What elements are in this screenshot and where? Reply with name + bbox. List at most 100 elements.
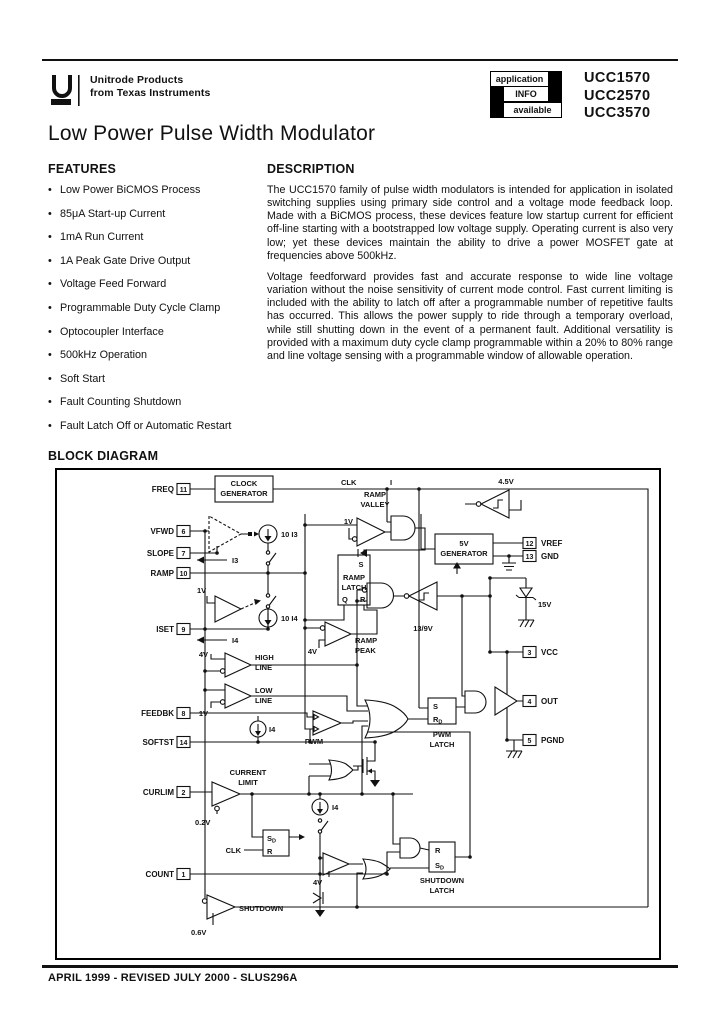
current-source-10i4-icon: 10 I4 bbox=[258, 608, 299, 628]
svg-text:S: S bbox=[433, 702, 438, 711]
svg-text:PGND: PGND bbox=[541, 736, 564, 745]
pin-softst: SOFTST 14 bbox=[142, 735, 191, 749]
svg-text:LATCH: LATCH bbox=[430, 740, 455, 749]
switch-icon bbox=[317, 818, 329, 834]
svg-text:7: 7 bbox=[182, 551, 186, 558]
bullet-icon: • bbox=[48, 184, 52, 196]
feature-item: • Low Power BiCMOS Process bbox=[48, 184, 262, 196]
bullet-icon: • bbox=[48, 231, 52, 244]
chassis-ground-icon bbox=[506, 750, 523, 759]
bullet-icon: • bbox=[48, 396, 52, 409]
description-paragraph-1: The UCC1570 family of pulse width modula… bbox=[267, 184, 673, 262]
switch-icon bbox=[265, 593, 277, 609]
feature-text: Soft Start bbox=[60, 372, 106, 385]
feature-item: •Fault Latch Off or Automatic Restart bbox=[48, 420, 262, 432]
feature-text: 1mA Run Current bbox=[60, 231, 144, 244]
feature-text: Programmable Duty Cycle Clamp bbox=[60, 301, 221, 314]
svg-text:PWM: PWM bbox=[305, 737, 323, 746]
part-number-2: UCC2570 bbox=[584, 87, 651, 104]
svg-text:S: S bbox=[358, 560, 363, 569]
uvlo-label: 13/9V bbox=[413, 624, 433, 633]
ground-icon bbox=[502, 562, 516, 571]
svg-text:11: 11 bbox=[180, 487, 188, 494]
or-gate-main bbox=[364, 699, 409, 739]
discharge-switch-icon bbox=[312, 892, 325, 917]
application-info-badge: application INFO available bbox=[490, 71, 562, 118]
diagram-wires bbox=[190, 488, 649, 925]
low-line-ref: 1V bbox=[199, 709, 208, 718]
svg-text:SD: SD bbox=[267, 834, 276, 845]
svg-text:10 I4: 10 I4 bbox=[281, 614, 299, 623]
i3-current-arrow: I3 bbox=[197, 556, 238, 565]
svg-text:RAMP: RAMP bbox=[355, 636, 377, 645]
svg-text:RAMP: RAMP bbox=[150, 569, 174, 578]
i-label: I bbox=[390, 478, 392, 487]
and-gate-fault bbox=[399, 837, 421, 859]
svg-text:LINE: LINE bbox=[255, 696, 272, 705]
svg-text:Q: Q bbox=[342, 595, 348, 604]
svg-text:1: 1 bbox=[182, 872, 186, 879]
part-number-1: UCC1570 bbox=[584, 70, 651, 86]
svg-text:R: R bbox=[360, 595, 366, 604]
description-paragraph-2: Voltage feedforward provides fast and ac… bbox=[267, 270, 673, 362]
feature-text: Fault Latch Off or Automatic Restart bbox=[60, 419, 232, 432]
svg-text:SOFTST: SOFTST bbox=[142, 738, 174, 747]
switch-icon bbox=[265, 550, 277, 566]
svg-text:CURRENT: CURRENT bbox=[230, 768, 267, 777]
comparator-ramp-valley: RAMP VALLEY 1V bbox=[344, 490, 390, 547]
description-section: DESCRIPTION The UCC1570 family of pulse … bbox=[267, 162, 673, 371]
footer-rule bbox=[42, 965, 678, 968]
svg-text:9: 9 bbox=[182, 627, 186, 634]
bullet-icon: • bbox=[48, 325, 52, 338]
svg-text:14: 14 bbox=[180, 740, 188, 747]
clk-input-label: CLK bbox=[226, 846, 242, 855]
shutdown-ref: 0.6V bbox=[191, 928, 206, 937]
five-v-generator-block: 5V GENERATOR bbox=[434, 533, 494, 569]
svg-text:10 I3: 10 I3 bbox=[281, 530, 298, 539]
mosfet-icon bbox=[367, 768, 380, 787]
diode-icon bbox=[357, 549, 367, 557]
svg-text:COUNT: COUNT bbox=[146, 870, 175, 879]
ramp-latch-block: S RAMP LATCH Q R bbox=[337, 554, 371, 606]
features-section: FEATURES •Low Power BiCMOS Process •85μA… bbox=[48, 162, 262, 444]
svg-text:FEEDBK: FEEDBK bbox=[141, 709, 174, 718]
pin-count: COUNT 1 bbox=[146, 867, 191, 881]
svg-text:3: 3 bbox=[528, 650, 532, 657]
pin-ramp: RAMP 10 bbox=[150, 566, 191, 580]
feature-item: • Soft Start bbox=[48, 373, 262, 385]
comparator-low-line: 1V LOW LINE bbox=[199, 683, 273, 718]
chassis-ground-icon bbox=[518, 619, 535, 628]
and-gate-clk-valley bbox=[390, 515, 416, 541]
svg-text:SD: SD bbox=[435, 861, 444, 872]
features-heading: FEATURES bbox=[48, 162, 117, 176]
svg-text:CURLIM: CURLIM bbox=[143, 788, 174, 797]
svg-text:VALLEY: VALLEY bbox=[360, 500, 389, 509]
bullet-icon: • bbox=[48, 301, 52, 314]
svg-text:I4: I4 bbox=[232, 636, 239, 645]
comparator-current-limit: CURRENT LIMIT 0.2V bbox=[195, 768, 267, 827]
bullet-icon: • bbox=[48, 372, 52, 385]
badge-block-top-right bbox=[549, 71, 562, 102]
svg-text:SHUTDOWN: SHUTDOWN bbox=[420, 876, 464, 885]
comparator-vfwd bbox=[208, 515, 259, 553]
bullet-icon: • bbox=[48, 278, 52, 291]
svg-text:4: 4 bbox=[528, 699, 532, 706]
svg-text:12: 12 bbox=[526, 541, 534, 548]
iset-ref-label: 1V bbox=[197, 586, 206, 595]
svg-text:LOW: LOW bbox=[255, 686, 273, 695]
svg-text:10: 10 bbox=[180, 571, 188, 578]
clk-latch-block: SD R CLK bbox=[226, 829, 305, 857]
top-rule bbox=[42, 59, 678, 61]
feature-item: •Optocoupler Interface bbox=[48, 326, 262, 338]
feature-text: Low Power BiCMOS Process bbox=[60, 184, 201, 196]
comparator-4v5: 4.5V bbox=[465, 477, 522, 519]
